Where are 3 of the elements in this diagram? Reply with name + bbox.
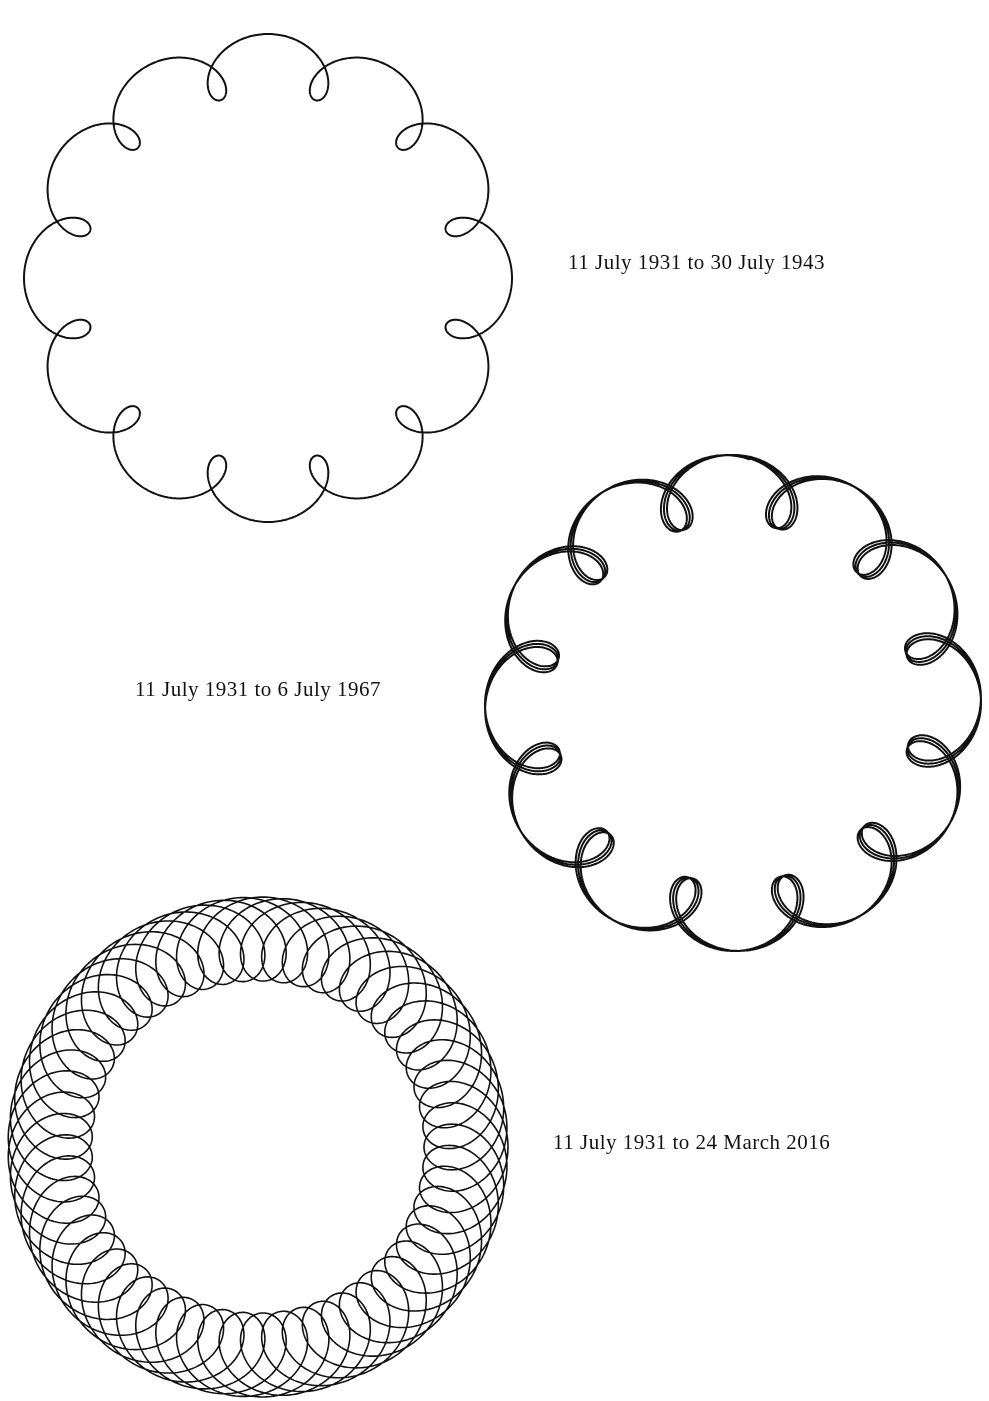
date-range-caption: 11 July 1931 to 6 July 1967: [135, 677, 382, 702]
date-range-caption: 11 July 1931 to 30 July 1943: [568, 250, 826, 275]
date-range-caption: 11 July 1931 to 24 March 2016: [553, 1130, 831, 1155]
